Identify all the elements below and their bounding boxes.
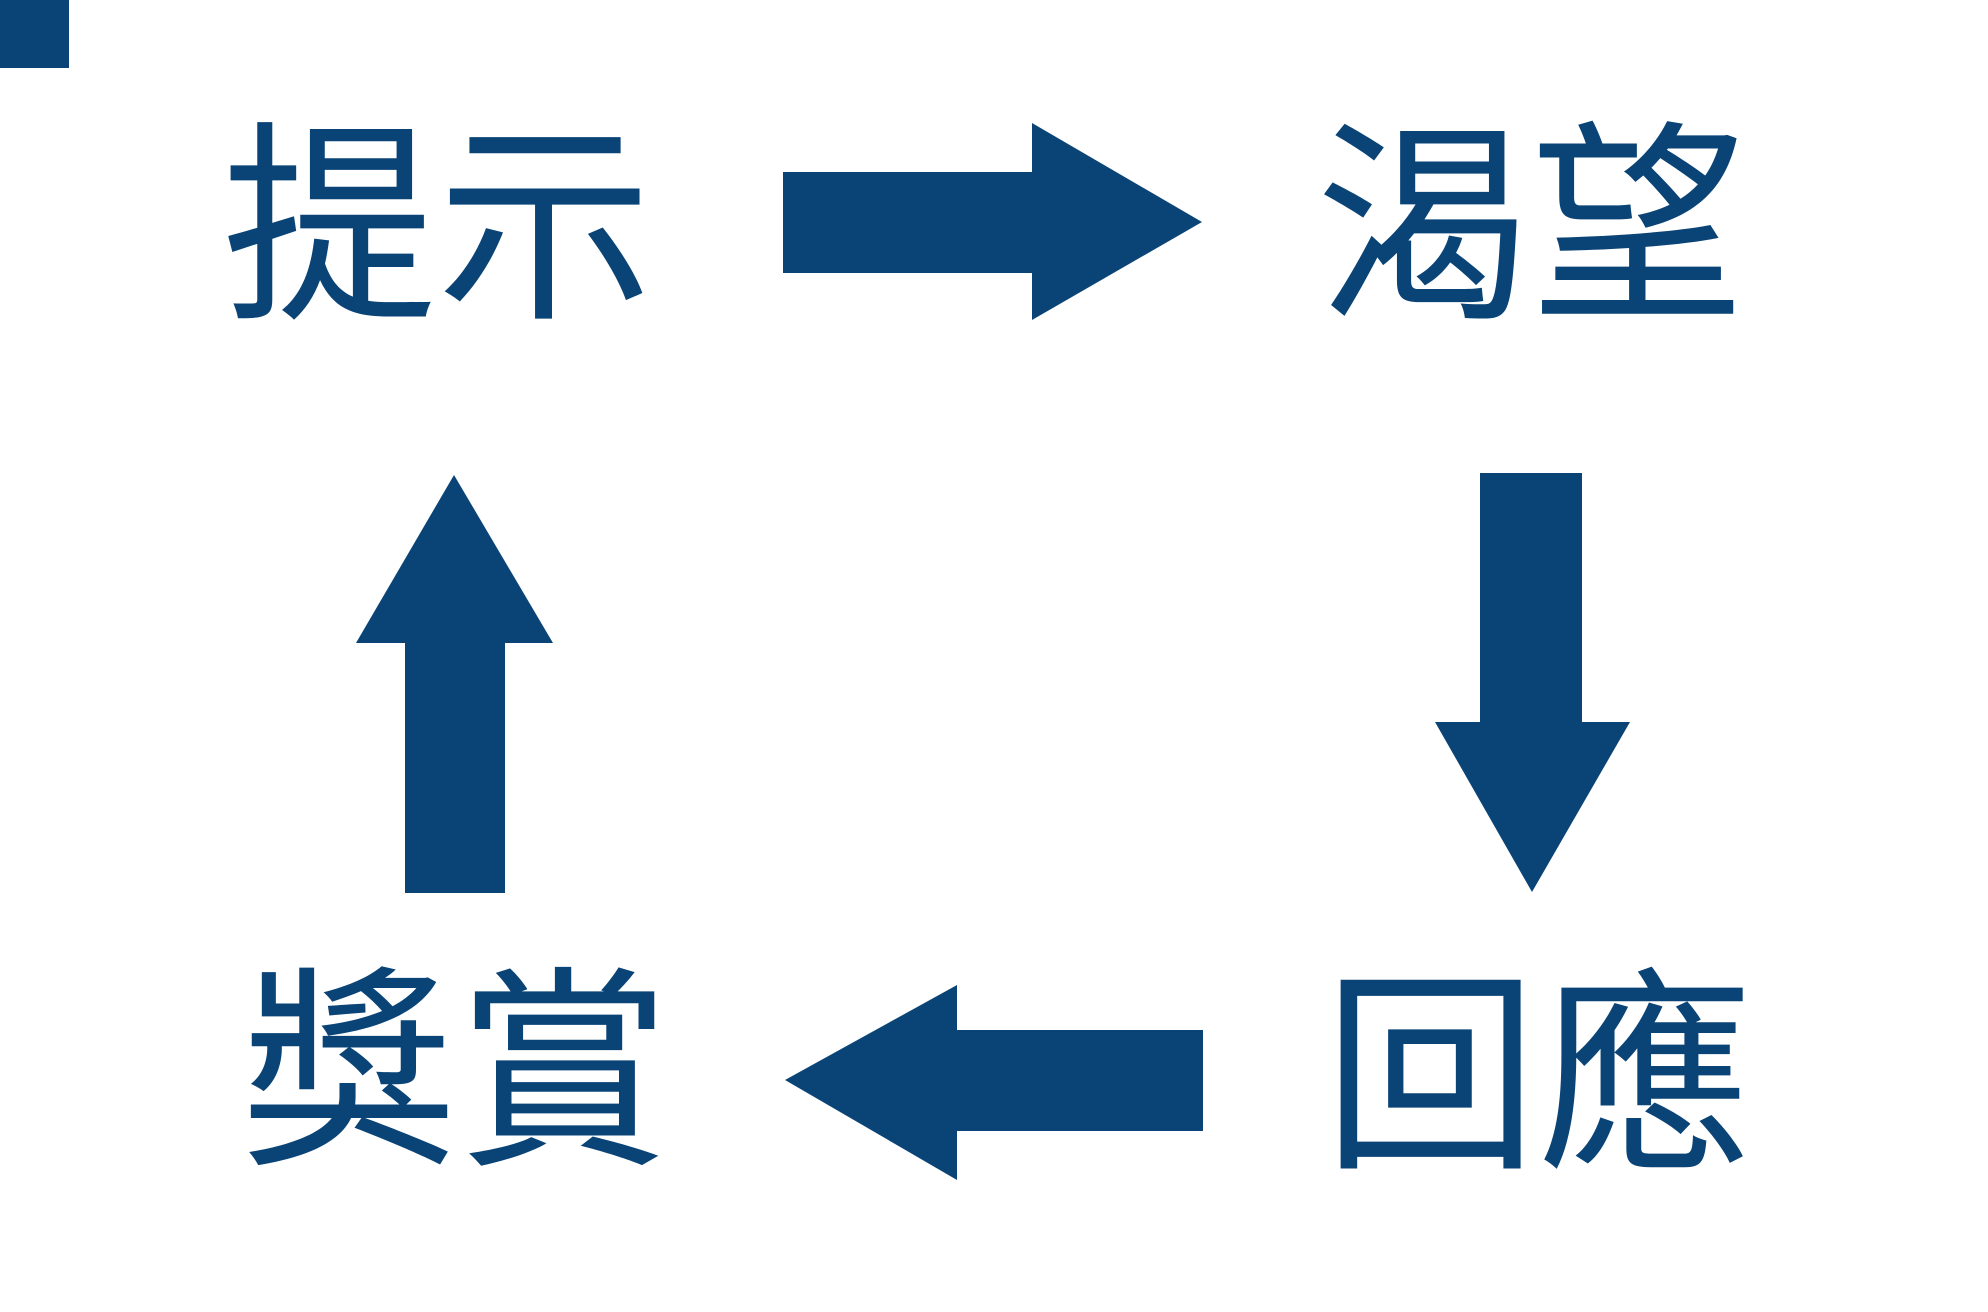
arrow-right-cue-to-craving-icon <box>783 123 1202 320</box>
arrow-up-reward-to-cue-icon <box>356 475 553 893</box>
node-response-label: 回應 <box>1323 956 1753 1198</box>
node-cue-label: 提示 <box>222 107 652 349</box>
arrow-left-response-to-reward-icon <box>785 985 1203 1180</box>
arrow-down-craving-to-response-icon <box>1435 473 1630 892</box>
node-craving-label: 渴望 <box>1315 106 1745 348</box>
node-reward-label: 獎賞 <box>241 952 671 1194</box>
corner-accent-square <box>0 0 69 68</box>
